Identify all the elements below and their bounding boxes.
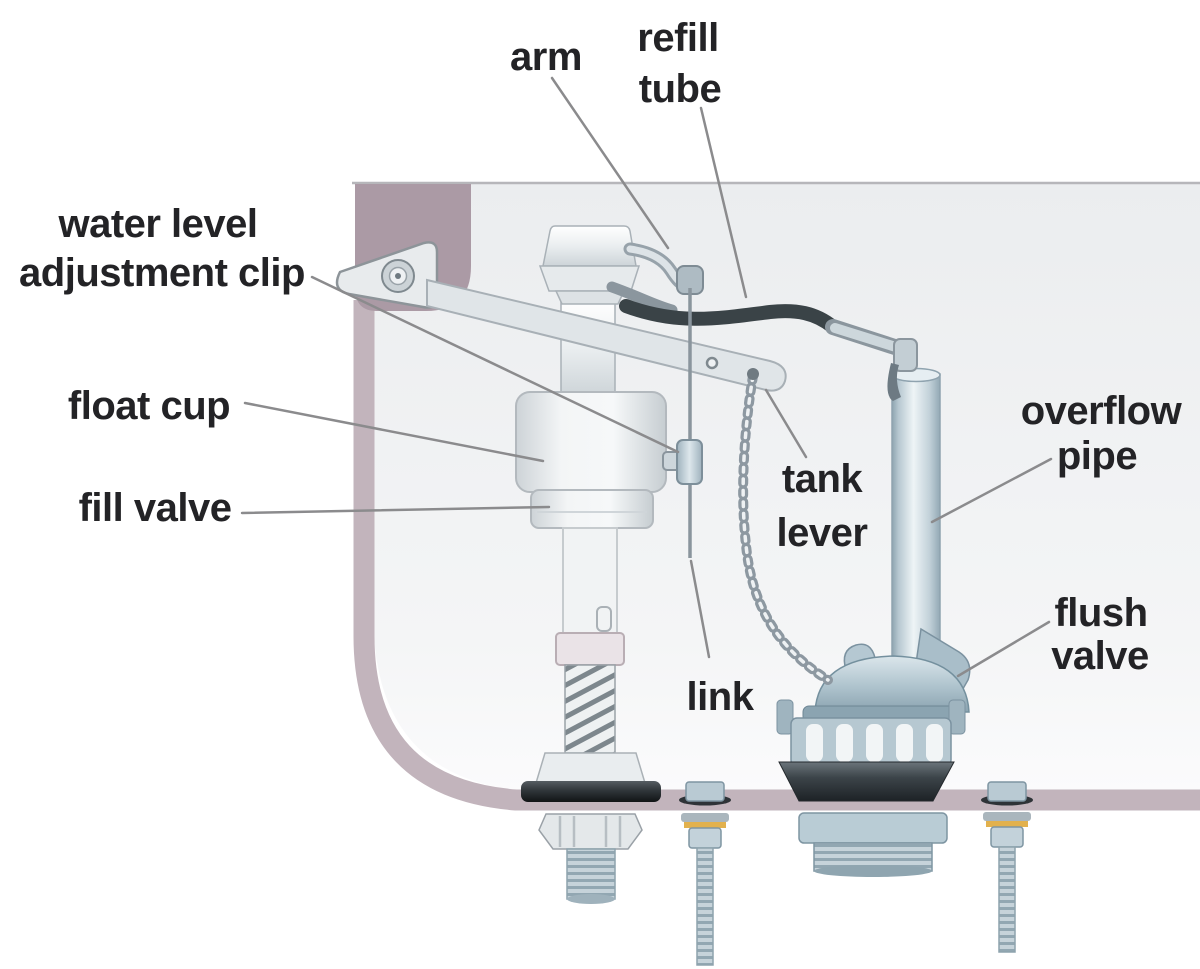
leader-tank-lever — [764, 388, 808, 459]
refill-tube-nozzle — [830, 323, 904, 353]
label-tank-lever-line1: tank — [782, 457, 864, 501]
arm-and-link — [623, 242, 704, 558]
fill-valve-rubber-washer — [521, 781, 661, 802]
leader-link — [689, 559, 711, 659]
label-fill-valve: fill valve — [79, 486, 232, 530]
refill-tube-assembly — [606, 281, 918, 401]
flush-valve-outlet-end — [814, 865, 932, 877]
flush-valve-collar-below-tank — [798, 812, 948, 844]
tank-lever-assembly — [335, 241, 787, 392]
label-tank-lever-line2: lever — [777, 511, 868, 555]
tank-cross-section — [352, 181, 1200, 811]
water-level-adjustment-clip — [676, 439, 703, 485]
fill-valve-locknut — [538, 813, 643, 850]
flush-valve-assembly — [776, 367, 971, 877]
leader-fill-valve — [240, 505, 551, 515]
tank-lever-bar — [426, 278, 787, 392]
fill-valve-base-flange — [534, 752, 647, 784]
fill-valve-tail-end — [567, 894, 615, 904]
tank-wall-and-bottom — [353, 300, 1200, 811]
leader-float-cup — [243, 401, 545, 463]
fill-valve-cap-top — [542, 225, 637, 267]
leader-overflow-pipe — [930, 457, 1053, 524]
label-overflow-pipe-line1: overflow — [1021, 389, 1183, 433]
label-arm: arm — [510, 35, 582, 79]
refill-tube-start — [606, 281, 678, 316]
flush-valve-ear-left — [776, 699, 794, 735]
fill-valve-spiral-shank — [564, 664, 616, 754]
leader-adjustment-clip — [310, 275, 680, 454]
label-link: link — [687, 675, 755, 719]
leader-lines — [240, 76, 1053, 678]
label-flush-valve-line1: flush — [1054, 591, 1147, 635]
flush-valve-cage-slots — [806, 724, 943, 762]
handle-mount-screw-center — [395, 273, 401, 279]
chain-top-hook — [747, 368, 759, 380]
fill-valve-stem-nub — [596, 606, 612, 632]
refill-tube-pipe-clip — [887, 363, 901, 401]
label-flush-valve-line2: valve — [1051, 634, 1149, 678]
fill-valve-collar — [555, 632, 625, 666]
flush-valve-seat-washer — [778, 761, 955, 802]
refill-tube-elbow — [893, 338, 918, 372]
float-cup-skirt — [530, 489, 654, 529]
fill-valve-threaded-tail — [566, 848, 616, 900]
leader-arm — [550, 76, 670, 250]
label-water-level-line1: water level — [57, 202, 257, 246]
tank-bolt-left — [679, 781, 731, 966]
label-float-cup: float cup — [68, 384, 230, 428]
label-refill-tube-line1: refill — [637, 16, 718, 60]
float-cup — [515, 391, 667, 493]
label-overflow-pipe-line2: pipe — [1057, 434, 1137, 478]
lift-chain — [738, 368, 833, 685]
refill-tube-dark-section — [619, 299, 840, 334]
overflow-pipe — [891, 373, 941, 667]
labels: arm refill tube water level adjustment c… — [19, 16, 1183, 719]
leader-flush-valve — [956, 620, 1051, 678]
flush-valve-ear-right — [948, 699, 966, 735]
fill-valve-assembly — [515, 225, 667, 904]
tank-bolt-right — [981, 781, 1033, 953]
fill-valve-cap-step — [554, 290, 626, 305]
fill-valve-locknut-notches — [558, 816, 622, 847]
leader-refill-tube — [699, 106, 748, 299]
tank-lever-screw-hole — [705, 356, 719, 370]
label-refill-tube-line2: tube — [639, 67, 721, 111]
label-water-level-line2: adjustment clip — [19, 251, 305, 295]
